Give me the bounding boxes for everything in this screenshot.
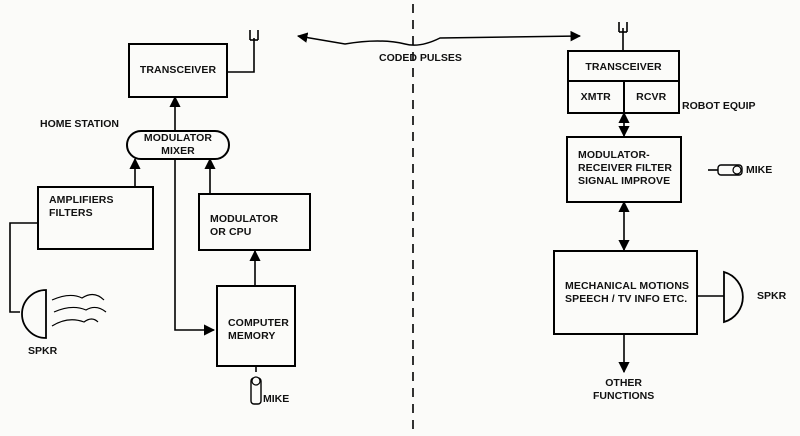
- mechanical-motions-box: MECHANICAL MOTIONS SPEECH / TV INFO ETC.: [553, 250, 698, 335]
- antenna-icon-left: [228, 30, 259, 73]
- transceiver-label-right: TRANSCEIVER: [569, 52, 678, 82]
- home-station-label: HOME STATION: [40, 118, 119, 130]
- xmtr-label: XMTR: [569, 82, 625, 112]
- modulator-receiver-label: MODULATOR- RECEIVER FILTER SIGNAL IMPROV…: [578, 149, 673, 187]
- mike-icon-right: [708, 164, 743, 176]
- transceiver-box-right: TRANSCEIVER XMTR RCVR: [567, 50, 680, 114]
- amplifiers-filters-box: AMPLIFIERS FILTERS: [37, 186, 154, 250]
- coded-pulses-label: CODED PULSES: [379, 52, 462, 64]
- computer-memory-box: COMPUTER MEMORY: [216, 285, 296, 367]
- speaker-icon-left: [21, 289, 107, 339]
- transceiver-label-left: TRANSCEIVER: [139, 64, 217, 76]
- modulator-cpu-box: MODULATOR OR CPU: [198, 193, 311, 251]
- coded-pulses-line: [296, 30, 582, 46]
- modulator-mixer-box: MODULATOR MIXER: [126, 130, 230, 160]
- mike-label-left: MIKE: [263, 393, 290, 405]
- mike-icon-left: [250, 366, 262, 405]
- modulator-mixer-label: MODULATOR MIXER: [143, 132, 213, 157]
- speaker-label-right: SPKR: [757, 290, 787, 302]
- speaker-icon-right: [723, 270, 744, 324]
- mechanical-motions-label: MECHANICAL MOTIONS SPEECH / TV INFO ETC.: [565, 280, 690, 305]
- mike-label-right: MIKE: [746, 164, 773, 176]
- amplifiers-filters-label: AMPLIFIERS FILTERS: [49, 194, 114, 219]
- robot-equip-label: ROBOT EQUIP: [682, 100, 756, 112]
- modulator-receiver-box: MODULATOR- RECEIVER FILTER SIGNAL IMPROV…: [566, 136, 682, 203]
- other-functions-label: OTHER FUNCTIONS: [593, 377, 655, 402]
- modulator-cpu-label: MODULATOR OR CPU: [210, 213, 279, 238]
- speaker-label-left: SPKR: [28, 345, 58, 357]
- antenna-icon-right: [618, 22, 628, 50]
- transceiver-box-left: TRANSCEIVER: [128, 43, 228, 98]
- rcvr-label: RCVR: [636, 91, 667, 103]
- computer-memory-label: COMPUTER MEMORY: [228, 317, 289, 342]
